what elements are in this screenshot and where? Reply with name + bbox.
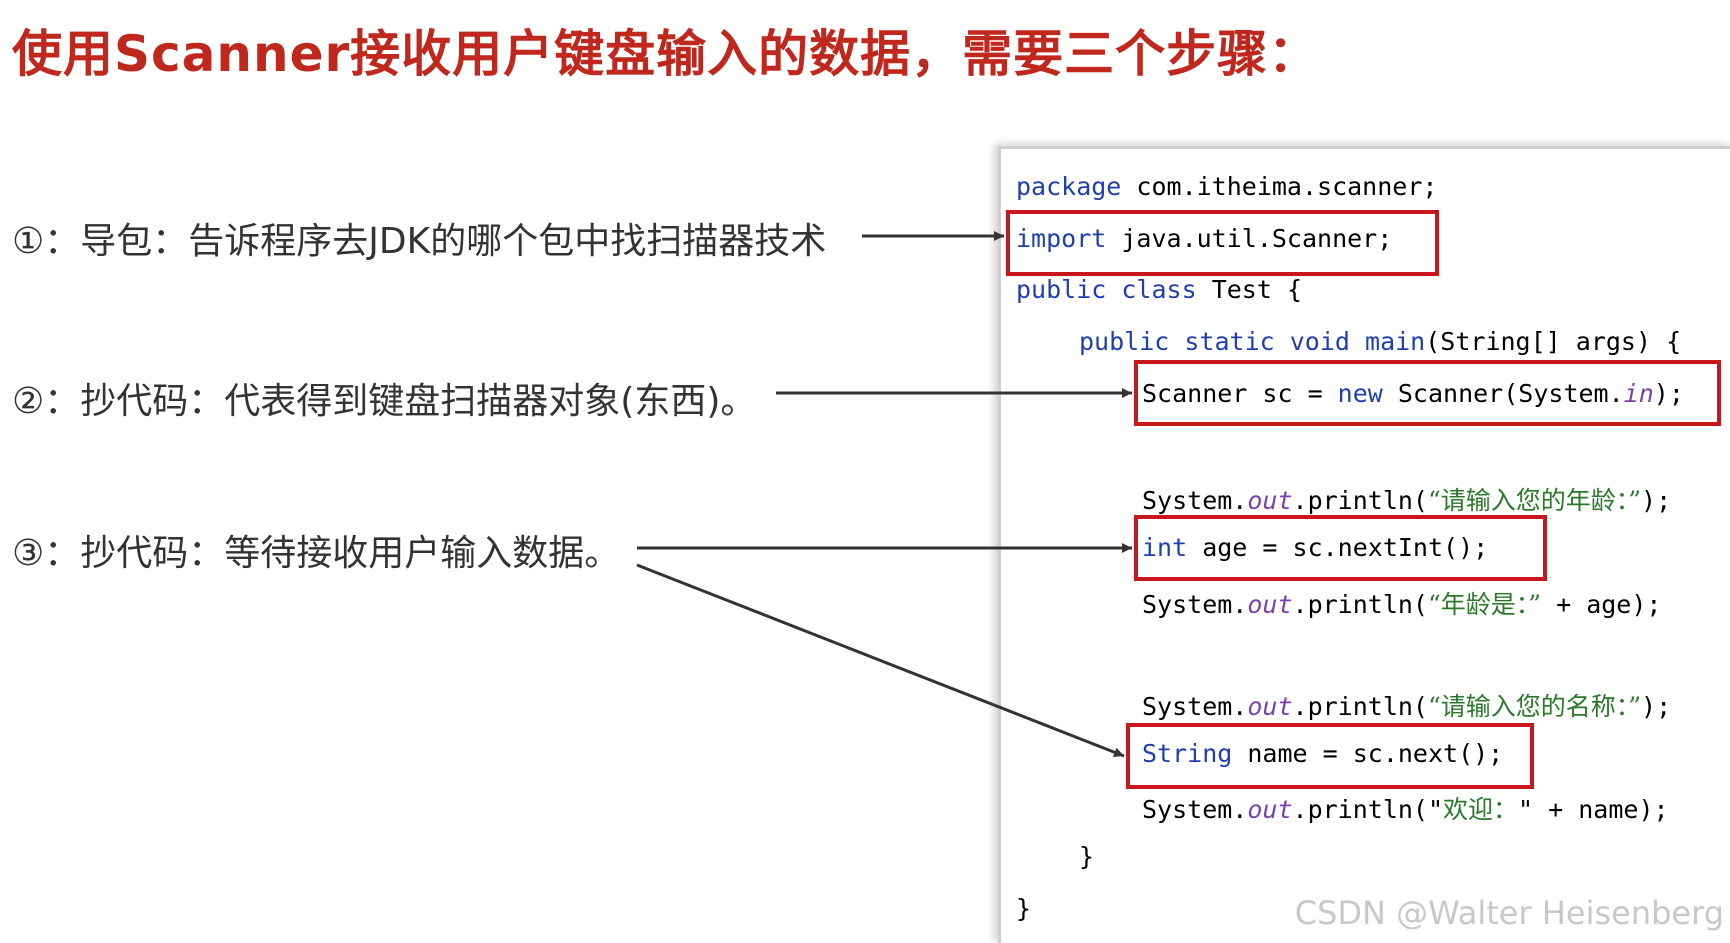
step-1-marker: ①： <box>12 221 81 262</box>
watermark: CSDN @Walter Heisenberg <box>1294 894 1724 932</box>
code-field: out <box>1247 590 1293 619</box>
code-line-scanner: Scanner sc = new Scanner(System.in); <box>1142 379 1684 408</box>
code-text: System. <box>1142 795 1248 824</box>
step-2-label: 抄代码： <box>80 381 225 422</box>
code-keyword: main <box>1365 327 1426 356</box>
code-text: name = sc.next(); <box>1232 739 1504 768</box>
code-keyword: static <box>1184 327 1275 356</box>
step-3-marker: ③： <box>12 533 81 574</box>
code-line-prompt-age: System.out.println(“请输入您的年龄：”); <box>1142 481 1671 517</box>
page-title: 使用Scanner接收用户键盘输入的数据，需要三个步骤： <box>12 25 1320 83</box>
code-line-close-class: } <box>1016 894 1032 923</box>
highlight-box-import <box>1006 210 1439 276</box>
code-keyword: class <box>1121 275 1197 304</box>
code-text <box>1106 275 1121 304</box>
code-text: .println( <box>1292 486 1428 515</box>
code-text: .println(" <box>1292 795 1444 824</box>
code-panel <box>998 146 1730 943</box>
code-line-welcome: System.out.println("欢迎：" + name); <box>1142 790 1669 826</box>
code-line-nextint: int age = sc.nextInt(); <box>1142 533 1488 562</box>
code-text: com.itheima.scanner; <box>1121 172 1438 201</box>
code-line-next: String name = sc.next(); <box>1142 739 1503 768</box>
step-3-description: 等待接收用户输入数据。 <box>224 533 621 574</box>
code-text: System. <box>1142 486 1248 515</box>
code-line-import: import java.util.Scanner; <box>1016 224 1392 253</box>
code-text: ); <box>1641 486 1672 515</box>
code-text: (String[] args) { <box>1425 327 1682 356</box>
code-text: ); <box>1653 379 1684 408</box>
code-text: ); <box>1641 692 1672 721</box>
code-text: System. <box>1142 692 1248 721</box>
code-line-prompt-name: System.out.println(“请输入您的名称：”); <box>1142 687 1671 723</box>
code-text: .println( <box>1292 590 1428 619</box>
highlight-box-scanner <box>1134 360 1721 426</box>
step-3: ③：抄代码：等待接收用户输入数据。 <box>12 524 620 576</box>
code-string: “请输入您的年龄：” <box>1427 486 1642 515</box>
step-3-label: 抄代码： <box>80 533 225 574</box>
code-line-main: public static void main(String[] args) { <box>1079 327 1681 356</box>
code-text: Test { <box>1196 275 1302 304</box>
code-string: “请输入您的名称：” <box>1427 692 1642 721</box>
step-1-label: 导包： <box>80 221 189 262</box>
code-keyword: package <box>1016 172 1122 201</box>
code-text: age = sc.nextInt(); <box>1187 533 1489 562</box>
code-keyword: int <box>1142 533 1188 562</box>
code-text: java.util.Scanner; <box>1106 224 1393 253</box>
code-string: “年龄是：” <box>1427 590 1542 619</box>
code-line-package: package com.itheima.scanner; <box>1016 172 1437 201</box>
highlight-box-nextint <box>1134 515 1547 581</box>
code-line-print-age: System.out.println(“年龄是：” + age); <box>1142 585 1661 621</box>
code-text: Scanner(System. <box>1382 379 1624 408</box>
code-line-close-method: } <box>1079 842 1095 871</box>
code-keyword: import <box>1016 224 1107 253</box>
code-text: " + name); <box>1518 795 1669 824</box>
code-string: 欢迎： <box>1443 795 1519 824</box>
step-1: ①：导包：告诉程序去JDK的哪个包中找扫描器技术 <box>12 212 826 264</box>
highlight-box-next <box>1126 723 1534 789</box>
code-text: + age); <box>1541 590 1662 619</box>
step-2-marker: ②： <box>12 381 81 422</box>
code-line-class: public class Test { <box>1016 275 1302 304</box>
code-keyword: String <box>1142 739 1233 768</box>
code-text: .println( <box>1292 692 1428 721</box>
code-field: in <box>1623 379 1654 408</box>
step-2-description: 代表得到键盘扫描器对象(东西)。 <box>224 381 757 422</box>
code-field: out <box>1247 486 1293 515</box>
code-field: out <box>1247 692 1293 721</box>
code-keyword: void <box>1289 327 1350 356</box>
step-1-description: 告诉程序去JDK的哪个包中找扫描器技术 <box>188 221 827 262</box>
step-2: ②：抄代码：代表得到键盘扫描器对象(东西)。 <box>12 372 756 424</box>
code-text: System. <box>1142 590 1248 619</box>
code-keyword: new <box>1337 379 1383 408</box>
code-keyword: public <box>1079 327 1170 356</box>
code-text: Scanner sc = <box>1142 379 1338 408</box>
code-keyword: public <box>1016 275 1107 304</box>
code-field: out <box>1247 795 1293 824</box>
